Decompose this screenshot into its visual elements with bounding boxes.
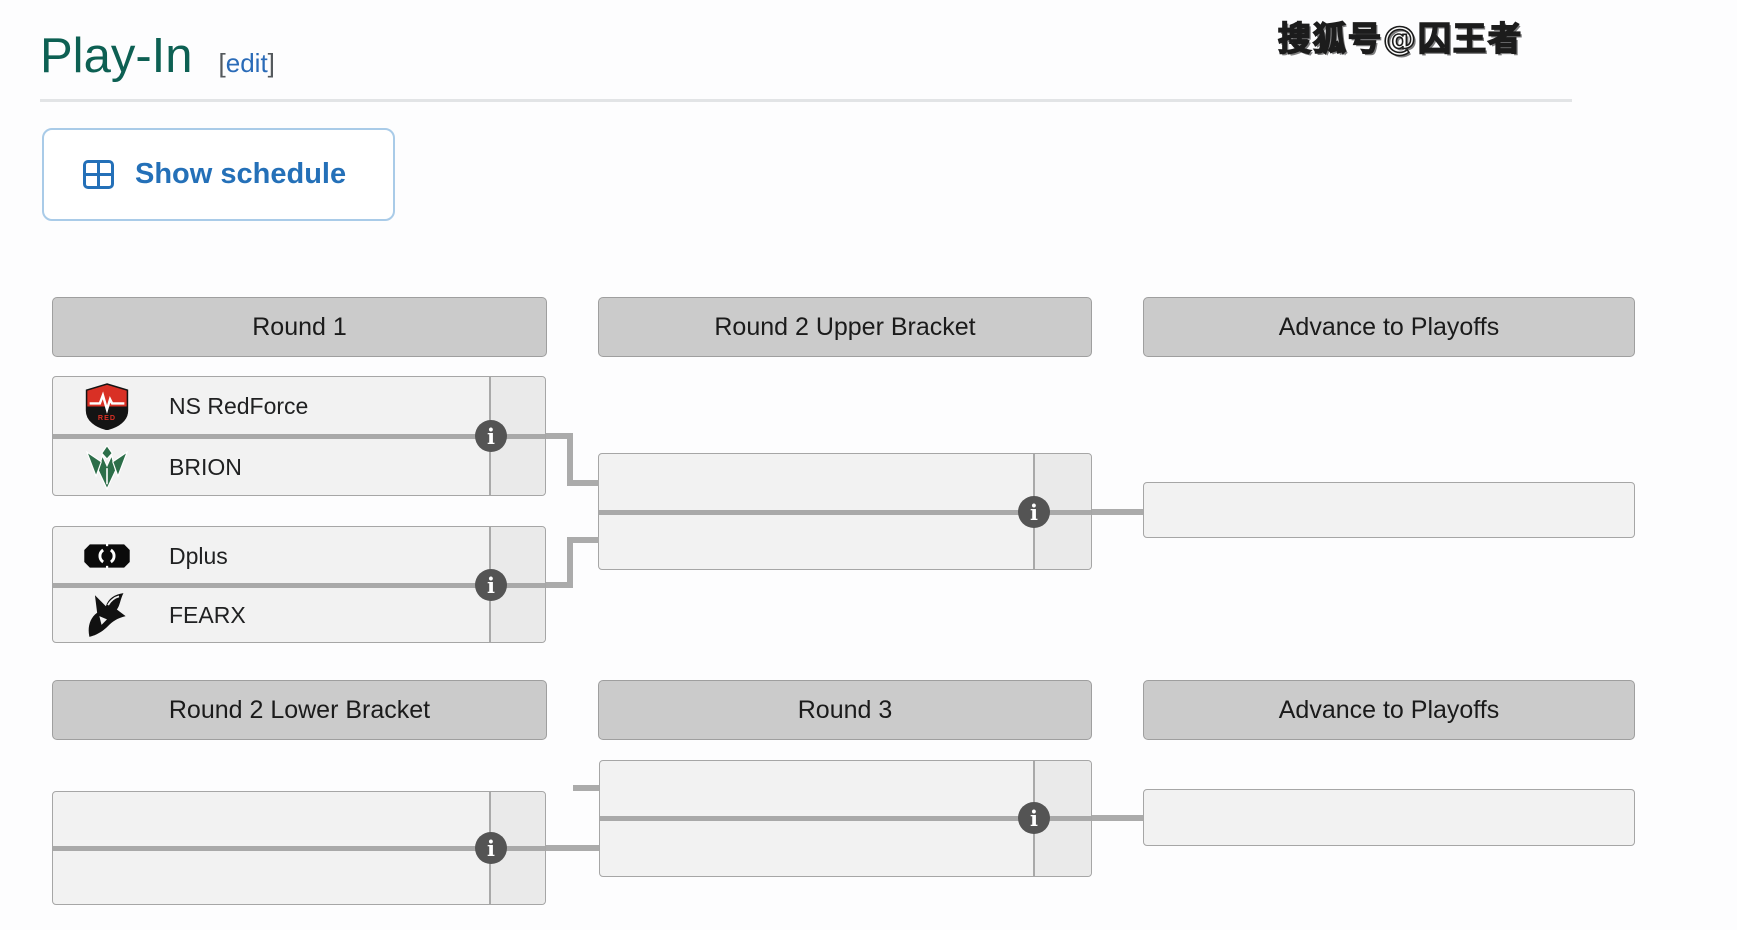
header-round-1: Round 1: [52, 297, 547, 357]
team-name: BRION: [169, 453, 242, 480]
show-schedule-button[interactable]: Show schedule: [42, 128, 395, 221]
edit-link-text[interactable]: edit: [225, 48, 268, 78]
match-r3-divider: [600, 816, 1091, 821]
team-row-fearx[interactable]: FEARX: [53, 587, 489, 643]
connector-line: [567, 433, 573, 486]
match-r2u-divider: [599, 510, 1091, 515]
page-title: Play-In: [40, 29, 193, 83]
connector-stub: [573, 785, 599, 791]
table-icon: [82, 158, 115, 191]
header-round-3: Round 3: [598, 680, 1092, 740]
team-row-ns-redforce[interactable]: RED NS RedForce: [53, 378, 489, 434]
connector-line: [1092, 815, 1143, 821]
connector-line: [546, 845, 599, 851]
connector-line: [567, 537, 573, 588]
edit-bracket-open: [: [218, 48, 226, 78]
match-round1-m1: RED NS RedForce BRION: [52, 376, 546, 496]
header-round-2-upper-bracket: Round 2 Upper Bracket: [598, 297, 1092, 357]
info-icon[interactable]: i: [1018, 496, 1050, 528]
team-row-brion[interactable]: BRION: [53, 439, 489, 495]
match-r1m1-divider: [53, 434, 545, 439]
edit-link[interactable]: [edit]: [219, 48, 275, 79]
connector-line: [567, 480, 599, 486]
dplus-logo: [83, 532, 131, 580]
info-icon[interactable]: i: [475, 420, 507, 452]
fearx-logo: [83, 591, 131, 639]
connector-line: [567, 537, 599, 543]
header-advance-to-playoffs-upper: Advance to Playoffs: [1143, 297, 1635, 357]
info-icon[interactable]: i: [475, 569, 507, 601]
watermark: 搜狐号@囚王者: [1277, 18, 1523, 59]
team-name: FEARX: [169, 601, 246, 628]
match-round1-m2: Dplus FEARX: [52, 526, 546, 643]
team-row-dplus[interactable]: Dplus: [53, 528, 489, 584]
brion-logo: [83, 443, 131, 491]
header-advance-to-playoffs-lower: Advance to Playoffs: [1143, 680, 1635, 740]
page-header: Play-In [edit]: [40, 28, 275, 84]
info-icon[interactable]: i: [475, 832, 507, 864]
team-name: NS RedForce: [169, 392, 309, 419]
match-round2-upper: [598, 453, 1092, 570]
show-schedule-label: Show schedule: [135, 158, 347, 190]
connector-line: [546, 433, 573, 439]
team-name: Dplus: [169, 542, 228, 569]
info-icon[interactable]: i: [1018, 802, 1050, 834]
header-round-2-lower-bracket: Round 2 Lower Bracket: [52, 680, 547, 740]
ns-redforce-logo: RED: [83, 382, 131, 430]
match-round2-lower: [52, 791, 546, 905]
edit-bracket-close: ]: [267, 48, 275, 78]
title-divider: [40, 99, 1572, 102]
connector-line: [546, 582, 573, 588]
svg-text:RED: RED: [98, 413, 116, 421]
match-r2l-divider: [53, 846, 545, 851]
advance-slot-upper: [1143, 482, 1635, 538]
match-r1m2-divider: [53, 583, 545, 588]
connector-line: [1092, 509, 1143, 515]
advance-slot-lower: [1143, 789, 1635, 846]
